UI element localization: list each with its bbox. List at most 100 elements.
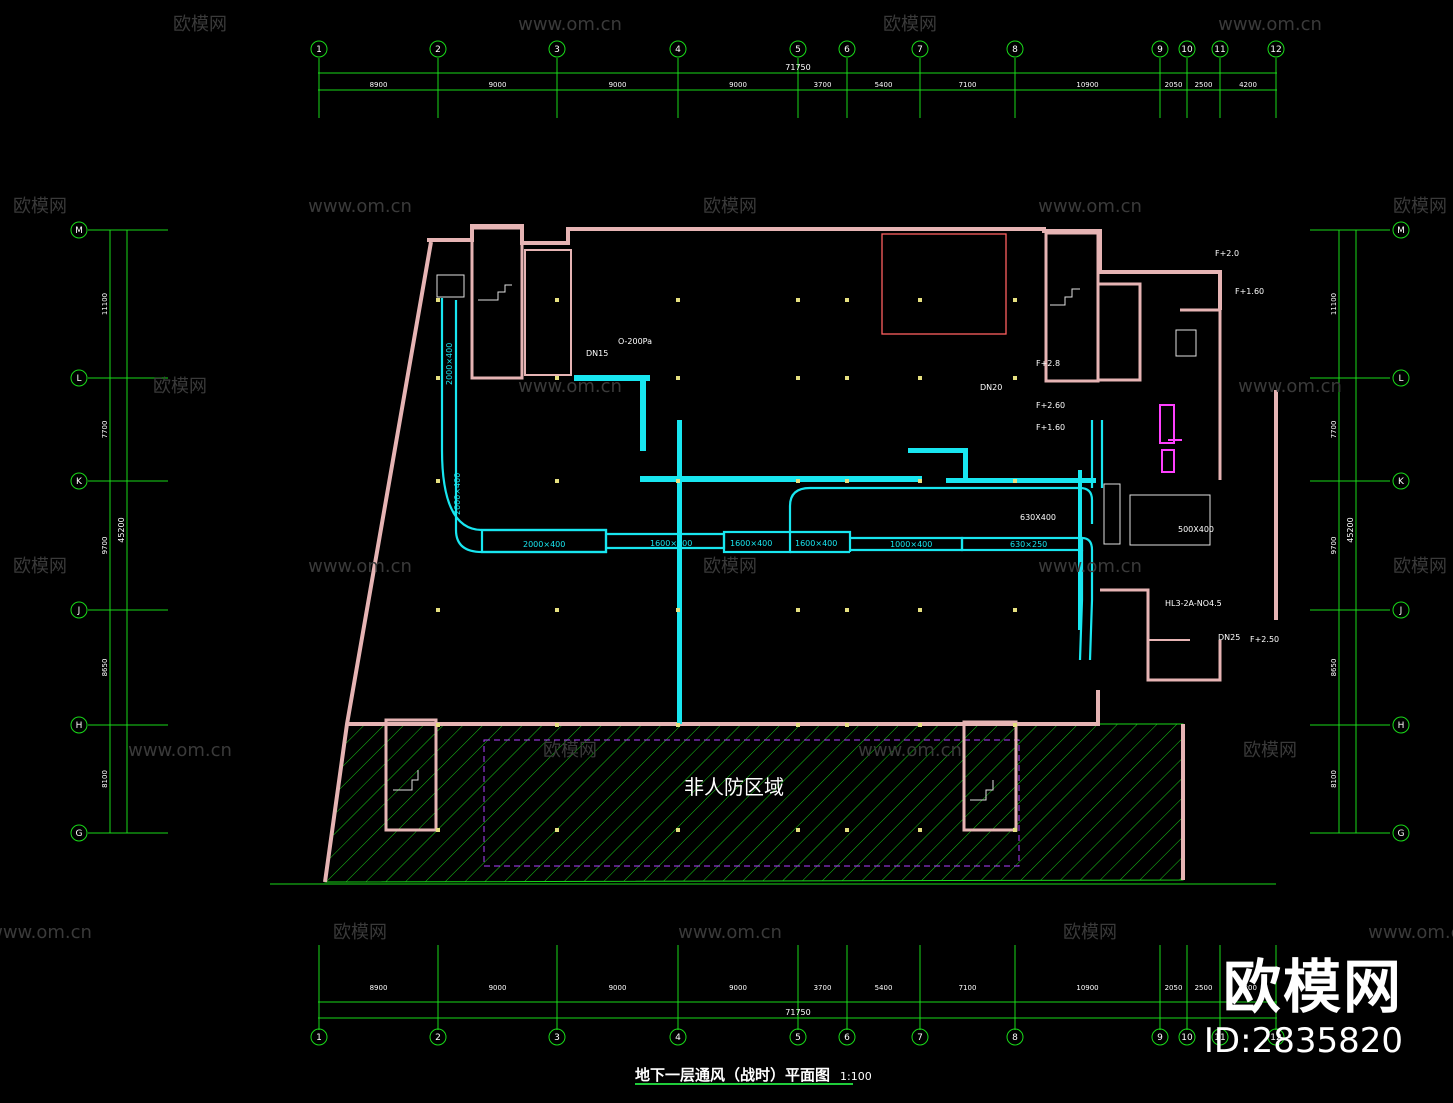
- column-axis-label: 8: [1012, 1033, 1018, 1043]
- row-axis-label: J: [1399, 606, 1403, 616]
- column-marker: [918, 298, 922, 302]
- watermark-tile: www.om.cn: [308, 556, 412, 577]
- column-axis-bubble: [429, 40, 447, 58]
- row-total-right: 45200: [1346, 517, 1355, 542]
- column-axis-bubble: [548, 1028, 566, 1046]
- column-marker: [1013, 608, 1017, 612]
- column-axis-bubble: [1267, 40, 1285, 58]
- column-marker: [676, 298, 680, 302]
- column-axis-label: 8: [1012, 45, 1018, 55]
- row-axis-label: H: [76, 721, 83, 731]
- column-axis-bubble: [310, 1028, 328, 1046]
- column-axis-label: 2: [435, 1033, 441, 1043]
- column-axis-bubble: [1006, 40, 1024, 58]
- row-axis-bubble: [70, 221, 88, 239]
- watermark-brand: 欧模网: [1222, 953, 1403, 1021]
- column-marker: [845, 298, 849, 302]
- duct-label-3: 1600×400: [730, 539, 772, 548]
- column-dimension-value: 9000: [729, 81, 747, 89]
- row-dimension-value: 9700: [101, 537, 109, 555]
- row-total-left: 45200: [117, 517, 126, 542]
- column-axis-label: 12: [1270, 45, 1281, 55]
- row-axis-label: G: [76, 829, 83, 839]
- watermark-tile: 欧模网: [333, 922, 387, 943]
- column-axis-label: 5: [795, 45, 801, 55]
- row-axis-bubble: [1392, 824, 1410, 842]
- row-axis-bubble: [1392, 716, 1410, 734]
- column-dimension-value: 4200: [1239, 81, 1257, 89]
- left-dimension-chain: [109, 230, 128, 833]
- watermark-tile: 欧模网: [1393, 556, 1447, 577]
- row-axis-bubble: [70, 601, 88, 619]
- watermark-tile: www.om.cn: [0, 922, 92, 943]
- row-axis-label: L: [1398, 374, 1403, 384]
- column-axis-label: 11: [1214, 1033, 1225, 1043]
- annotation-3: F+2.8: [1036, 359, 1060, 368]
- column-marker: [676, 479, 680, 483]
- column-axis-label: 6: [844, 45, 850, 55]
- column-marker: [918, 608, 922, 612]
- column-marker: [555, 723, 559, 727]
- watermark-repeat: 欧模网 www.om.cn 欧模网 www.om.cn 欧模网 www.om.cn 欧模网 w…: [0, 14, 1453, 943]
- column-axis-lines: [318, 58, 1277, 1030]
- column-marker: [436, 479, 440, 483]
- watermark-tile: 欧模网: [1063, 922, 1117, 943]
- row-axis-bubble: [70, 716, 88, 734]
- annotation-9: HL3-2A-NO4.5: [1165, 599, 1222, 608]
- row-axis-bubble: [1392, 601, 1410, 619]
- equipment-annotations: DN15 O-200Pa F+2.8 F+2.60 F+1.60 F+2.0 F…: [586, 249, 1279, 644]
- column-marker: [796, 298, 800, 302]
- row-axis-label: H: [1398, 721, 1405, 731]
- column-marker: [918, 479, 922, 483]
- annotation-4: F+2.60: [1036, 401, 1065, 410]
- column-marker: [436, 298, 440, 302]
- duct-label-2: 1600×400: [650, 539, 692, 548]
- column-marker: [436, 828, 440, 832]
- column-marker: [845, 608, 849, 612]
- column-dimension-value: 9000: [609, 984, 627, 992]
- row-dimension-value: 8100: [101, 770, 109, 788]
- column-marker: [1013, 828, 1017, 832]
- drawing-scale: 1:100: [840, 1070, 872, 1083]
- column-axis-bubble: [838, 40, 856, 58]
- column-marker: [1013, 298, 1017, 302]
- annotation-1: DN15: [586, 349, 608, 358]
- watermark-tile: www.om.cn: [678, 922, 782, 943]
- column-axis-label: 11: [1214, 45, 1225, 55]
- column-marker: [555, 608, 559, 612]
- column-axis-bubble: [1151, 1028, 1169, 1046]
- duct-label-4: 1600×400: [795, 539, 837, 548]
- column-dimension-value: 9000: [489, 81, 507, 89]
- row-axis-label: G: [1398, 829, 1405, 839]
- column-axis-bubble: [911, 1028, 929, 1046]
- watermark-tile: www.om.cn: [1368, 922, 1453, 943]
- building-walls: [323, 224, 1278, 883]
- column-marker: [796, 376, 800, 380]
- column-total-bottom: 71750: [785, 1008, 810, 1017]
- duct-label-6: 630×250: [1010, 540, 1047, 549]
- column-dimension-value: 2050: [1165, 81, 1183, 89]
- watermark-tile: 欧模网: [1243, 740, 1297, 761]
- column-marker: [436, 723, 440, 727]
- watermark-tile: www.om.cn: [1038, 556, 1142, 577]
- duct-label-7: 2000×400: [445, 343, 454, 385]
- watermark-tile: 欧模网: [1393, 196, 1447, 217]
- stairs-and-fixtures: [393, 274, 1211, 801]
- equipment-symbols: [1159, 404, 1182, 473]
- row-dimension-value: 7700: [1330, 421, 1338, 439]
- watermark-tile: www.om.cn: [1038, 196, 1142, 217]
- column-marker: [845, 479, 849, 483]
- column-axis-label: 3: [554, 45, 560, 55]
- right-dimension-chain: [1338, 230, 1357, 833]
- drawing-title: 地下一层通风（战时）平面图: [635, 1066, 831, 1084]
- row-dimension-value: 11100: [1330, 293, 1338, 315]
- column-dimension-value: 9000: [489, 984, 507, 992]
- column-axis-label: 4: [675, 45, 681, 55]
- column-axis-bubble: [548, 40, 566, 58]
- column-marker: [555, 298, 559, 302]
- watermark-tile: www.om.cn: [518, 14, 622, 35]
